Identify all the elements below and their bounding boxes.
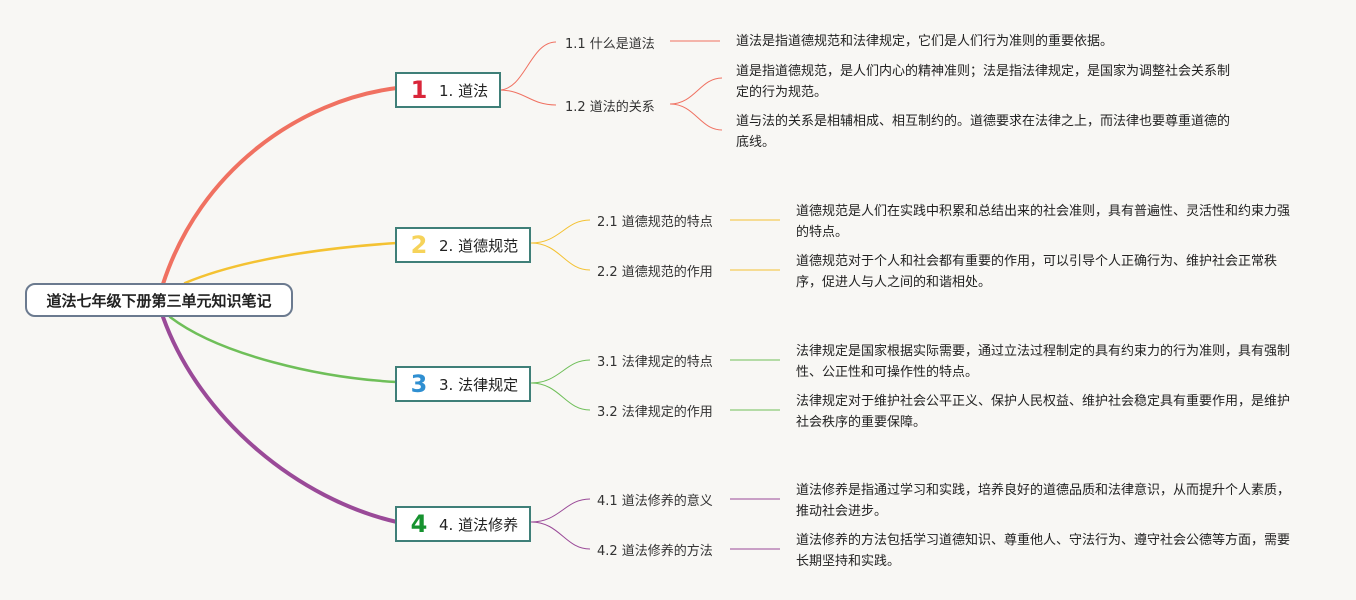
leaf-1-1-1[interactable]: 道法是指道德规范和法律规定，它们是人们行为准则的重要依据。 — [736, 34, 1114, 49]
topic-label: 3. 法律规定 — [439, 375, 519, 394]
topic-2[interactable]: 2 2. 道德规范 — [395, 227, 531, 263]
link-topic2-sub1 — [530, 219, 591, 244]
leaf-1-2-2[interactable]: 道与法的关系是相辅相成、相互制约的。道德要求在法律之上，而法律也要尊重道德的底线… — [736, 114, 1231, 150]
number-two-icon: 2 — [410, 231, 428, 259]
leaf-2-2-1[interactable]: 道德规范对于个人和社会都有重要的作用，可以引导个人正确行为、维护社会正常秩序，促… — [796, 254, 1278, 290]
subtopic-4-1[interactable]: 4.1 道法修养的意义 — [597, 494, 713, 509]
leaf-3-1-1[interactable]: 法律规定是国家根据实际需要，通过立法过程制定的具有约束力的行为准则，具有强制性、… — [796, 344, 1291, 380]
topic-4[interactable]: 4 4. 道法修养 — [395, 506, 531, 542]
leaf-1-2-1[interactable]: 道是指道德规范，是人们内心的精神准则；法是指法律规定，是国家为调整社会关系制定的… — [736, 64, 1231, 100]
number-one-icon: 1 — [410, 76, 428, 104]
subtopic-3-1[interactable]: 3.1 法律规定的特点 — [597, 355, 713, 370]
link-root-topic-1 — [161, 86, 399, 286]
link-sub12-leaf2 — [669, 103, 723, 131]
leaf-4-2-1[interactable]: 道法修养的方法包括学习道德知识、尊重他人、守法行为、遵守社会公德等方面，需要长期… — [796, 533, 1291, 569]
subtopic-2-2[interactable]: 2.2 道德规范的作用 — [597, 265, 713, 280]
topic-1[interactable]: 1 1. 道法 — [395, 72, 501, 108]
link-topic2-sub2 — [530, 242, 591, 271]
root-topic[interactable]: 道法七年级下册第三单元知识笔记 — [25, 283, 293, 317]
link-topic1-sub2 — [498, 89, 557, 106]
link-topic3-sub1 — [530, 359, 591, 384]
topic-label: 2. 道德规范 — [439, 236, 519, 255]
link-topic3-sub2 — [530, 382, 591, 411]
link-sub12-leaf1 — [669, 77, 723, 105]
leaf-3-2-1[interactable]: 法律规定对于维护社会公平正义、保护人民权益、维护社会稳定具有重要作用，是维护社会… — [796, 394, 1291, 430]
number-three-icon: 3 — [410, 370, 428, 398]
link-topic1-sub1 — [498, 41, 557, 91]
subtopic-1-2[interactable]: 1.2 道法的关系 — [565, 100, 655, 115]
topic-label: 4. 道法修养 — [439, 515, 519, 534]
subtopic-4-2[interactable]: 4.2 道法修养的方法 — [597, 544, 713, 559]
subtopic-3-2[interactable]: 3.2 法律规定的作用 — [597, 405, 713, 420]
link-topic4-sub1 — [530, 498, 591, 523]
topic-label: 1. 道法 — [439, 81, 489, 100]
link-root-topic-3 — [168, 315, 399, 384]
link-root-topic-4 — [161, 315, 399, 524]
subtopic-1-1[interactable]: 1.1 什么是道法 — [565, 37, 655, 52]
link-root-topic-2 — [183, 241, 399, 285]
link-topic4-sub2 — [530, 521, 591, 550]
number-four-icon: 4 — [410, 510, 428, 538]
subtopic-2-1[interactable]: 2.1 道德规范的特点 — [597, 215, 713, 230]
topic-3[interactable]: 3 3. 法律规定 — [395, 366, 531, 402]
leaf-4-1-1[interactable]: 道法修养是指通过学习和实践，培养良好的道德品质和法律意识，从而提升个人素质，推动… — [796, 483, 1291, 519]
leaf-2-1-1[interactable]: 道德规范是人们在实践中积累和总结出来的社会准则，具有普遍性、灵活性和约束力强的特… — [796, 204, 1291, 240]
